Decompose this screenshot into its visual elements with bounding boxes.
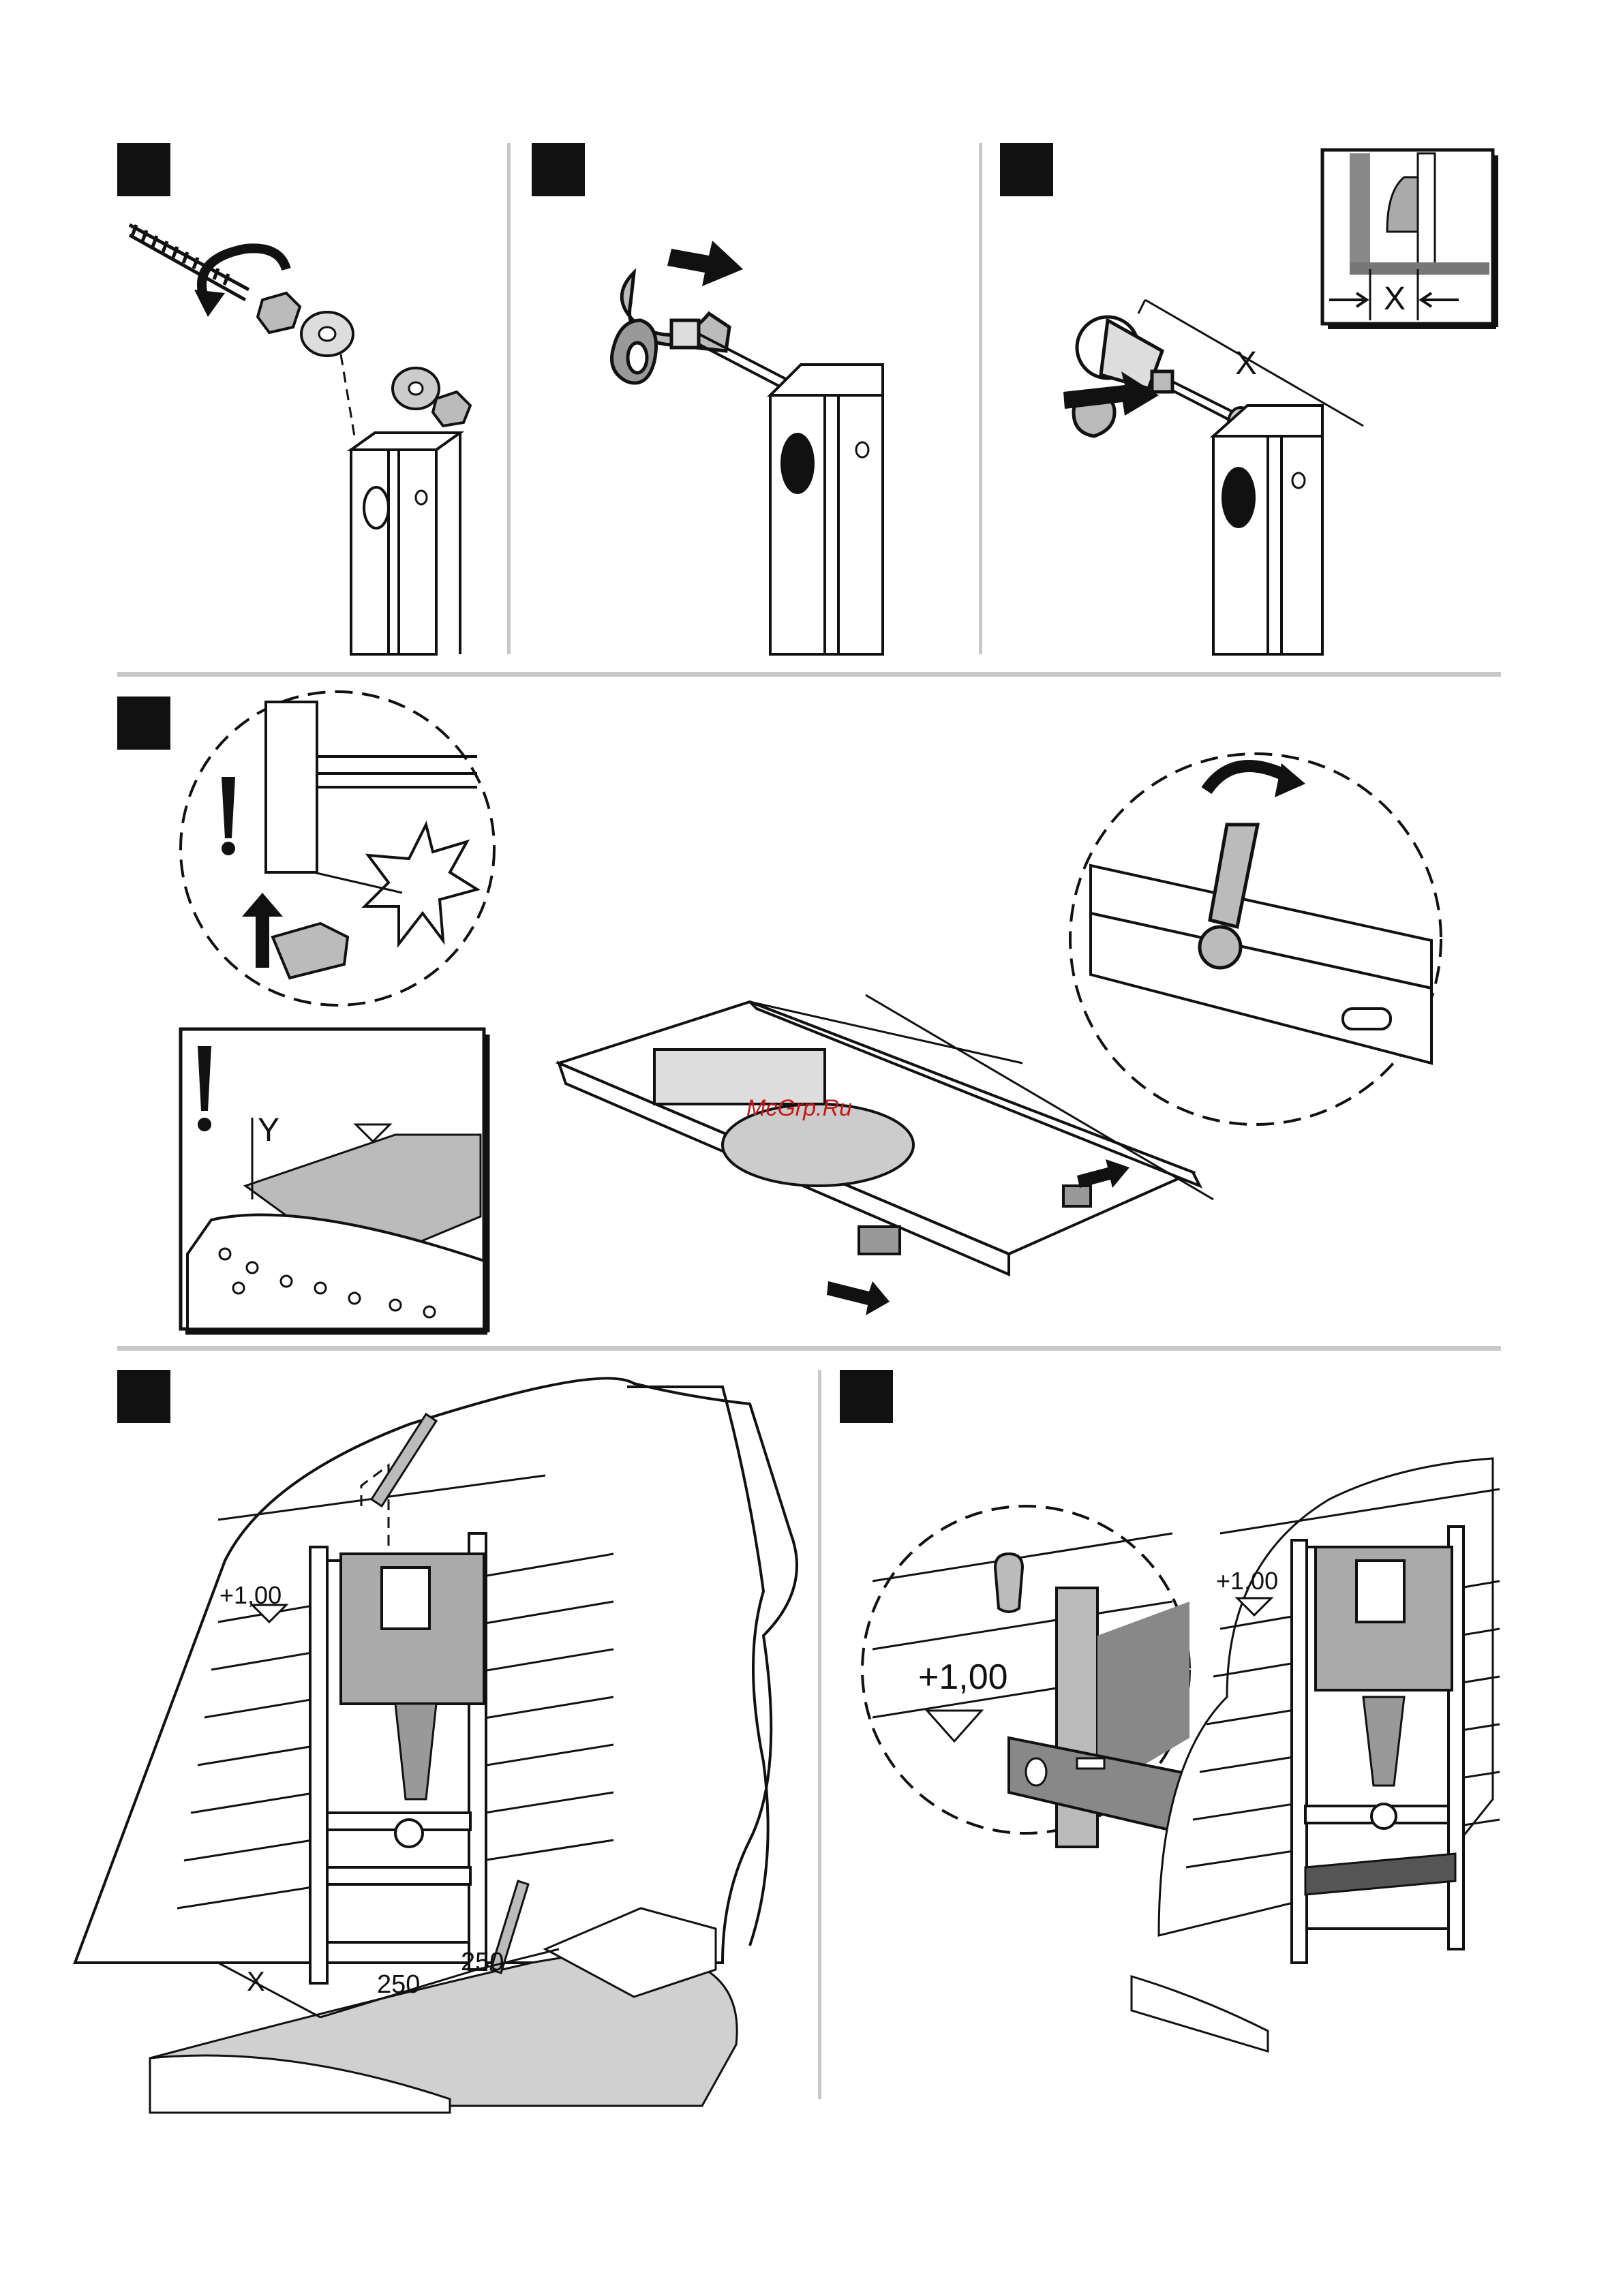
- wrench-icon: [1210, 825, 1258, 927]
- rotate-arrow-icon: [1207, 766, 1288, 791]
- push-arrow-icon: [1077, 1159, 1129, 1188]
- step-3-marker: [1000, 143, 1053, 196]
- push-arrow-icon: [1063, 371, 1159, 416]
- separator-col-1: [507, 143, 511, 654]
- step-1-marker: [117, 143, 170, 196]
- pencil-icon: [371, 1414, 436, 1506]
- level-mark-zoom: +1,00: [918, 1659, 1008, 1695]
- step3-dimension-x: X: [1235, 348, 1257, 380]
- dim-250-b: 250: [461, 1949, 504, 1975]
- dim-x-step5: X: [247, 1968, 265, 1995]
- dim-250-a: 250: [377, 1972, 420, 1997]
- tile-offset-y: Y: [258, 1114, 279, 1147]
- level-mark-small: +1,00: [1216, 1569, 1278, 1593]
- push-arrow-icon: [242, 893, 283, 968]
- separator-col-2: [979, 143, 982, 654]
- separator-row-1: [117, 672, 1501, 677]
- rotate-arrow-icon: [202, 248, 286, 300]
- step-5-marker: [117, 1370, 170, 1423]
- push-arrow-icon: [827, 1281, 890, 1315]
- ear-sound-icon: [365, 825, 477, 944]
- separator-col-3: [818, 1370, 821, 2099]
- step-6-marker: [840, 1370, 893, 1423]
- screw-icon: [130, 225, 249, 300]
- step-4-marker: [117, 697, 170, 750]
- watermark: McGrp.Ru: [746, 1095, 852, 1122]
- step-2-marker: [532, 143, 585, 196]
- level-mark-step5: +1,00: [219, 1583, 282, 1608]
- push-arrow-icon: [667, 241, 743, 286]
- warning-icon: [198, 1046, 211, 1111]
- spirit-level-icon: [1305, 1854, 1455, 1895]
- separator-row-2: [117, 1346, 1501, 1351]
- spirit-level-icon: [1009, 1738, 1213, 1840]
- warning-icon: [222, 777, 235, 838]
- inset-dimension-x: X: [1384, 283, 1406, 316]
